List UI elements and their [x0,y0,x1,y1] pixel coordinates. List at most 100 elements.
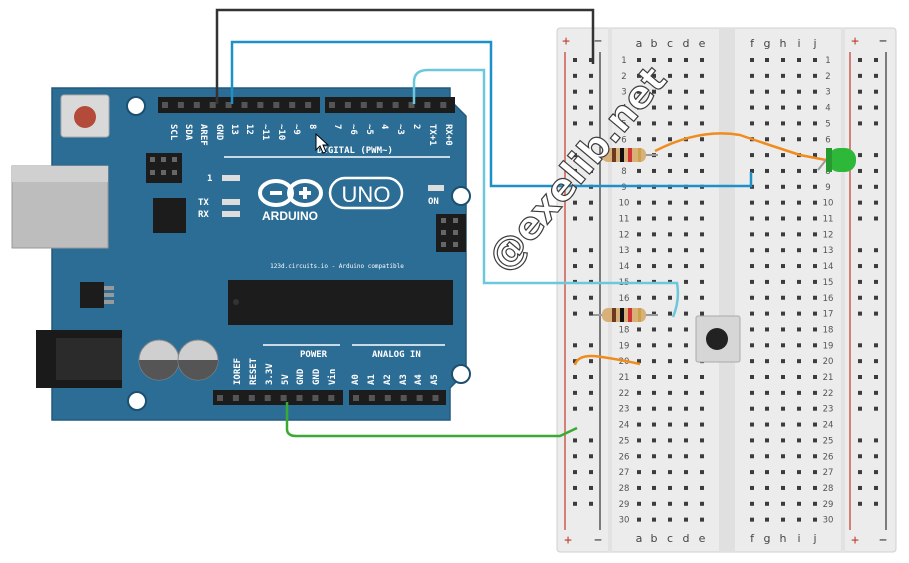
header-pin[interactable] [280,395,287,401]
breadboard-hole [700,200,704,205]
row-number-left: 28 [619,484,630,494]
breadboard-hole [797,232,801,237]
breadboard-hole [813,279,817,284]
breadboard-hole [652,327,656,332]
header-pin[interactable] [225,102,232,108]
header-pin[interactable] [273,102,280,108]
header-pin[interactable] [193,102,200,108]
header-pin[interactable] [360,102,367,108]
header-pin[interactable] [328,395,335,401]
breadboard-hole [750,168,754,173]
breadboard-hole [668,248,672,253]
col-letter-b-bottom: b [651,532,658,545]
breadboard-hole [652,216,656,221]
breadboard-hole [797,295,801,300]
pushbutton[interactable] [695,315,741,363]
breadboard-hole [781,438,785,443]
breadboard-hole [797,406,801,411]
header-pin[interactable] [329,102,335,108]
breadboard-hole [668,501,672,506]
pin2-wire[interactable] [412,68,680,318]
header-pin[interactable] [312,395,319,401]
breadboard-hole [668,406,672,411]
header-pin[interactable] [353,395,359,401]
header-pin[interactable] [162,102,168,108]
jumper-20[interactable] [573,354,641,366]
rail-hole [589,470,593,475]
breadboard-hole [813,422,817,427]
breadboard-hole [781,153,785,158]
breadboard-hole [765,390,769,395]
rail-hole [874,58,878,62]
header-pin[interactable] [400,395,407,401]
rail-hole [858,200,862,205]
rail-hole [573,406,577,411]
header-pin[interactable] [416,395,423,401]
breadboard-hole [781,137,785,142]
row-number-right: 16 [823,294,834,304]
header-pin[interactable] [248,395,255,401]
header-pin[interactable] [392,102,399,108]
col-letter-c-top: c [667,37,673,50]
header-pin[interactable] [440,102,447,108]
breadboard-hole [668,517,672,522]
resistor-1[interactable] [593,148,658,162]
rail-hole [573,216,577,221]
rail-hole [589,153,593,158]
rail-hole [858,295,862,300]
breadboard-hole [813,168,817,173]
header-pin[interactable] [296,395,303,401]
breadboard-hole [765,406,769,411]
header-pin[interactable] [232,395,239,401]
breadboard-hole [700,375,704,379]
header-pin[interactable] [424,102,431,108]
row-number-left: 22 [619,389,630,399]
breadboard-hole [637,58,641,62]
rail-hole [858,390,862,395]
breadboard-hole [637,248,641,253]
5v-wire[interactable] [285,402,578,438]
header-pin[interactable] [209,102,216,108]
header-pin[interactable] [384,395,391,401]
header-pin[interactable] [305,102,312,108]
breadboard-hole [750,438,754,443]
resistor-2[interactable] [593,308,658,322]
breadboard-hole [668,89,672,94]
header-pin[interactable] [217,395,223,401]
header-pin[interactable] [368,395,375,401]
header-pin[interactable] [177,102,184,108]
breadboard-hole [765,422,769,427]
breadboard-hole [700,517,704,522]
breadboard-hole [765,73,769,78]
pin13-wire[interactable] [230,40,753,188]
top-pin-label: ~5 [364,124,374,135]
breadboard-hole [781,517,785,522]
rail-hole [589,248,593,253]
header-pin[interactable] [376,102,383,108]
breadboard-hole [684,359,688,364]
gnd-wire[interactable] [215,8,595,104]
header-pin[interactable] [241,102,248,108]
rail-hole [858,343,862,348]
header-pin[interactable] [344,102,351,108]
col-letter-a-bottom: a [636,532,643,545]
top-pin-label: 2 [411,124,421,129]
breadboard-hole [750,327,754,332]
led-wire[interactable] [654,132,827,162]
bottom-pin-label: Vin [327,369,338,385]
header-pin[interactable] [432,395,439,401]
top-pin-label: 8 [307,124,317,129]
breadboard-hole [668,295,672,300]
breadboard-hole [813,343,817,348]
header-pin[interactable] [257,102,264,108]
breadboard-hole [637,89,641,94]
green-led[interactable] [817,148,856,172]
breadboard-hole [684,105,688,110]
breadboard-hole [684,200,688,205]
header-pin[interactable] [289,102,296,108]
row-number-left: 1 [621,56,626,66]
breadboard-hole [684,264,688,269]
header-pin[interactable] [264,395,271,401]
header-pin[interactable] [408,102,415,108]
